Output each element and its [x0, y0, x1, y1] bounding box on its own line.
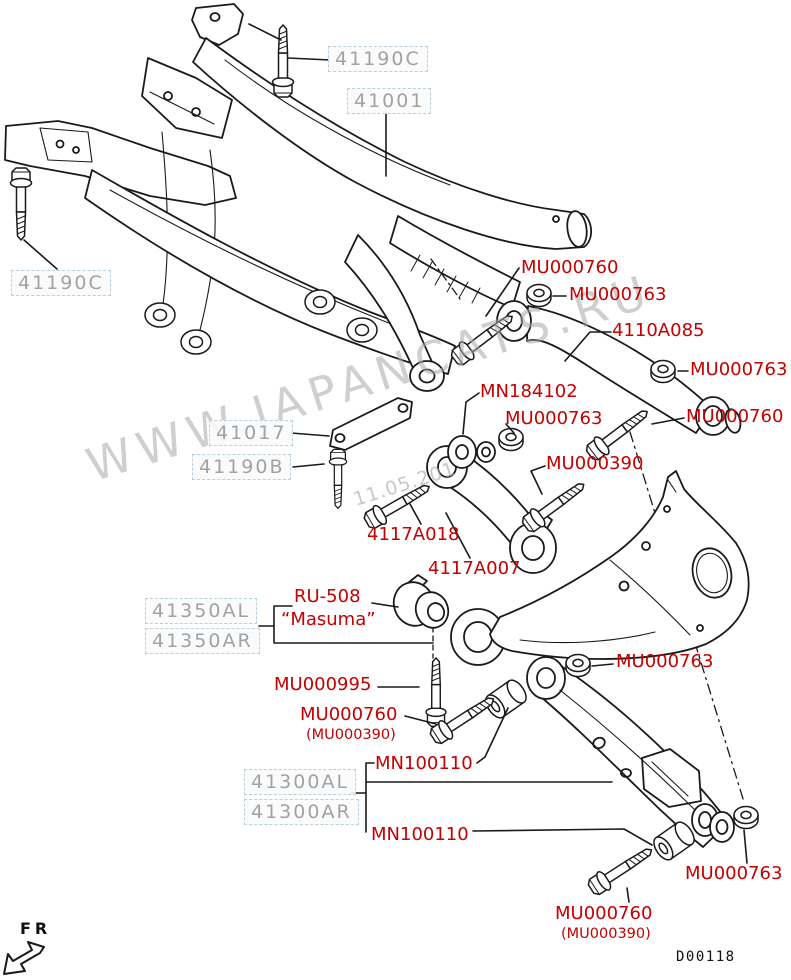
- bolt-axis-dashline-upper-front: [430, 258, 461, 300]
- part-label-bolt-lower-arm-rear-alt[interactable]: (MU000390): [561, 926, 651, 942]
- masuma-bushing-drawing: [392, 574, 450, 629]
- cam-washer-drawing: [447, 435, 496, 469]
- part-label-lateral-link[interactable]: 4117A007: [428, 558, 521, 579]
- bolt-stay-drawing: [328, 448, 348, 510]
- bolt-lower-arm-rear-drawing: [584, 840, 659, 899]
- nut-lower-arm-rear-drawing: [733, 805, 759, 830]
- front-direction-label: FR: [20, 919, 52, 938]
- ref-label-41300ar[interactable]: 41300AR: [244, 799, 359, 825]
- ref-label-41300al[interactable]: 41300AL: [244, 769, 357, 795]
- front-direction-arrow-icon: [3, 941, 45, 975]
- ref-label-41017[interactable]: 41017: [209, 420, 294, 446]
- ref-label-41190c-left[interactable]: 41190C: [11, 270, 111, 296]
- leader-lines: [23, 23, 748, 903]
- part-label-bolt-upper-arm-front[interactable]: MU000760: [521, 257, 619, 278]
- part-label-nut-upper-arm-rear[interactable]: MU000763: [690, 359, 788, 380]
- ref-label-41350al[interactable]: 41350AL: [145, 598, 258, 624]
- nut-lateral-link-drawing: [498, 427, 524, 452]
- ref-label-41190c-top[interactable]: 41190C: [328, 46, 428, 72]
- part-label-bushing-rear[interactable]: MN100110: [371, 824, 469, 845]
- part-label-nut-upper-arm-front[interactable]: MU000763: [569, 284, 667, 305]
- part-label-bushing-brand[interactable]: RU-508: [294, 586, 361, 607]
- ref-label-41190b[interactable]: 41190B: [192, 454, 292, 480]
- ref-label-41001[interactable]: 41001: [347, 88, 432, 114]
- bolt-lateral-link-rear-drawing: [518, 474, 591, 537]
- part-label-upper-arm[interactable]: 4110A085: [612, 320, 705, 341]
- part-label-bolt-lateral-link-rear[interactable]: MU000390: [546, 453, 644, 474]
- crossmember-drawing: [4, 3, 593, 392]
- part-label-bolt-trailing-arm[interactable]: MU000995: [274, 674, 372, 695]
- ref-label-41350ar[interactable]: 41350AR: [145, 628, 260, 654]
- part-label-bolt-lower-arm-rear[interactable]: MU000760: [555, 903, 653, 924]
- part-label-bolt-upper-arm-rear[interactable]: MU000760: [686, 406, 784, 427]
- nut-upper-arm-rear-drawing: [650, 359, 676, 384]
- lower-arm-drawing: [526, 656, 735, 848]
- part-label-nut-lower-arm-rear[interactable]: MU000763: [685, 863, 783, 884]
- part-label-bushing-brand-name[interactable]: “Masuma”: [281, 609, 376, 630]
- bolt-crossmember-top-drawing: [271, 24, 295, 98]
- bolt-trailing-arm-drawing: [425, 657, 447, 728]
- part-label-nut-lateral-link[interactable]: MU000763: [505, 408, 603, 429]
- part-label-bolt-lower-arm-front-alt[interactable]: (MU000390): [306, 727, 396, 743]
- stay-drawing: [329, 397, 413, 451]
- upper-arm-drawing: [496, 300, 742, 436]
- nut-lower-arm-front-drawing: [565, 653, 591, 678]
- drawing-code: D00118: [676, 949, 736, 965]
- part-label-cam-washer[interactable]: MN184102: [480, 381, 578, 402]
- bolt-crossmember-left-drawing: [9, 167, 33, 241]
- part-label-bolt-lower-arm-front[interactable]: MU000760: [300, 704, 398, 725]
- part-label-bolt-lateral-link-front[interactable]: 4117A018: [367, 524, 460, 545]
- part-label-bushing-front[interactable]: MN100110: [375, 753, 473, 774]
- trailing-arm-drawing: [450, 470, 750, 666]
- part-label-nut-lower-arm-front[interactable]: MU000763: [616, 651, 714, 672]
